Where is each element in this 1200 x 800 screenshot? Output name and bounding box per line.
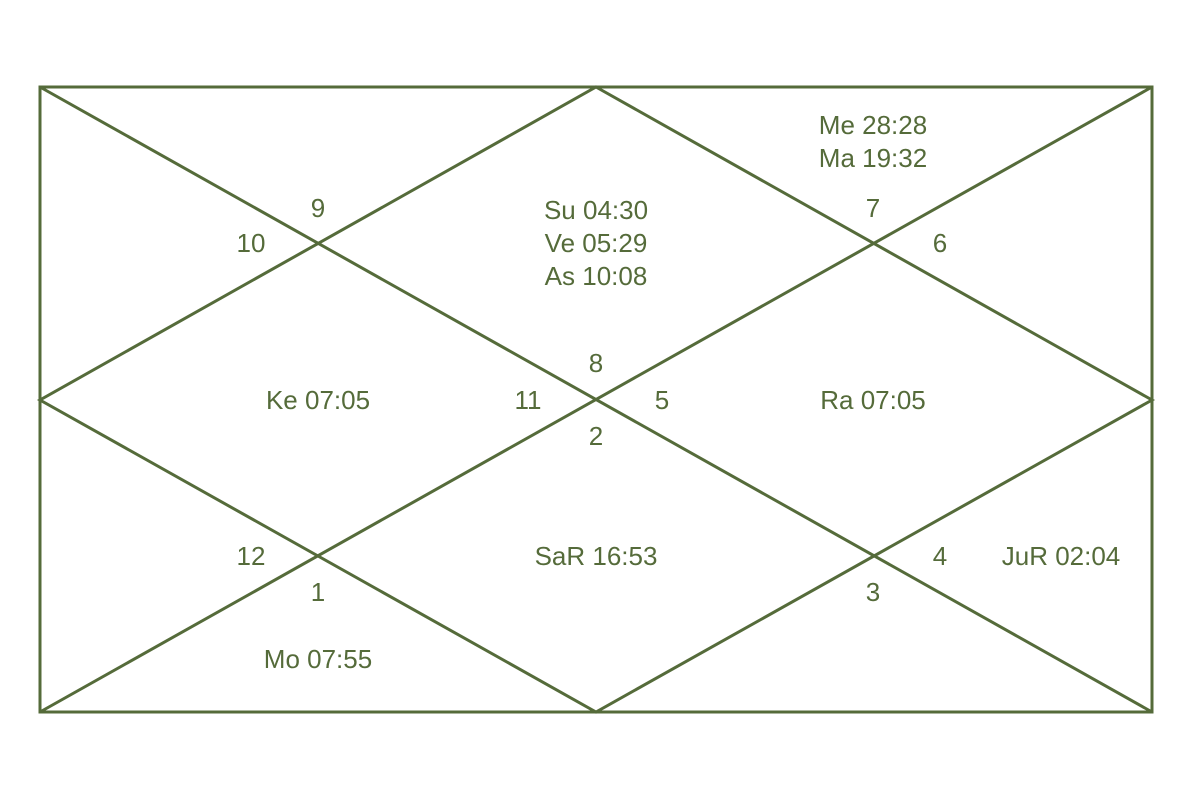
house-number-12: 12: [237, 541, 266, 571]
planet-sun: Su 04:30: [544, 195, 648, 225]
inner-diamond: [36, 85, 1156, 714]
diagonal-anti: [39, 85, 1153, 714]
house-number-3: 3: [866, 577, 880, 607]
planet-ascendant: As 10:08: [545, 261, 648, 291]
planet-venus: Ve 05:29: [545, 228, 648, 258]
house-number-6: 6: [933, 228, 947, 258]
planet-ketu: Ke 07:05: [266, 385, 370, 415]
planet-mars: Ma 19:32: [819, 143, 927, 173]
house-number-11: 11: [515, 385, 542, 415]
planet-mercury: Me 28:28: [819, 110, 927, 140]
house-number-5: 5: [655, 385, 669, 415]
house-number-8: 8: [589, 348, 603, 378]
planet-moon: Mo 07:55: [264, 644, 372, 674]
house-number-1: 1: [311, 577, 325, 607]
house-number-2: 2: [589, 421, 603, 451]
house-number-4: 4: [933, 541, 947, 571]
house-number-7: 7: [866, 193, 880, 223]
house-number-10: 10: [237, 228, 266, 258]
planet-saturn: SaR 16:53: [535, 541, 658, 571]
planet-jupiter: JuR 02:04: [1002, 541, 1121, 571]
house-number-9: 9: [311, 193, 325, 223]
planet-rahu: Ra 07:05: [820, 385, 926, 415]
